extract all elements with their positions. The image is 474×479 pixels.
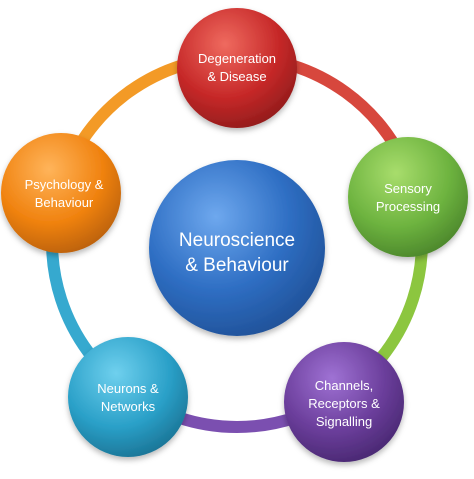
node-neurons-line1: Neurons & [97,381,159,396]
node-psychology-line2: Behaviour [35,195,94,210]
node-channels-line2: Receptors & [308,396,380,411]
node-neurons-line2: Networks [101,399,156,414]
node-channels-line1: Channels, [315,378,374,393]
node-channels: Channels, Receptors & Signalling [284,342,404,462]
center-label-line1: Neuroscience [179,230,295,251]
node-sensory-line1: Sensory [384,181,432,196]
node-channels-line3: Signalling [316,414,372,429]
node-sensory-line2: Processing [376,199,440,214]
center-label-line2: & Behaviour [185,255,289,276]
node-degeneration: Degeneration & Disease [177,8,297,128]
center-node: Neuroscience & Behaviour [149,160,325,336]
node-psychology-line1: Psychology & [25,177,104,192]
node-degeneration-line2: & Disease [207,69,266,84]
node-neurons: Neurons & Networks [68,337,188,457]
node-degeneration-line1: Degeneration [198,51,276,66]
node-psychology: Psychology & Behaviour [1,133,121,253]
node-sensory: Sensory Processing [348,137,468,257]
